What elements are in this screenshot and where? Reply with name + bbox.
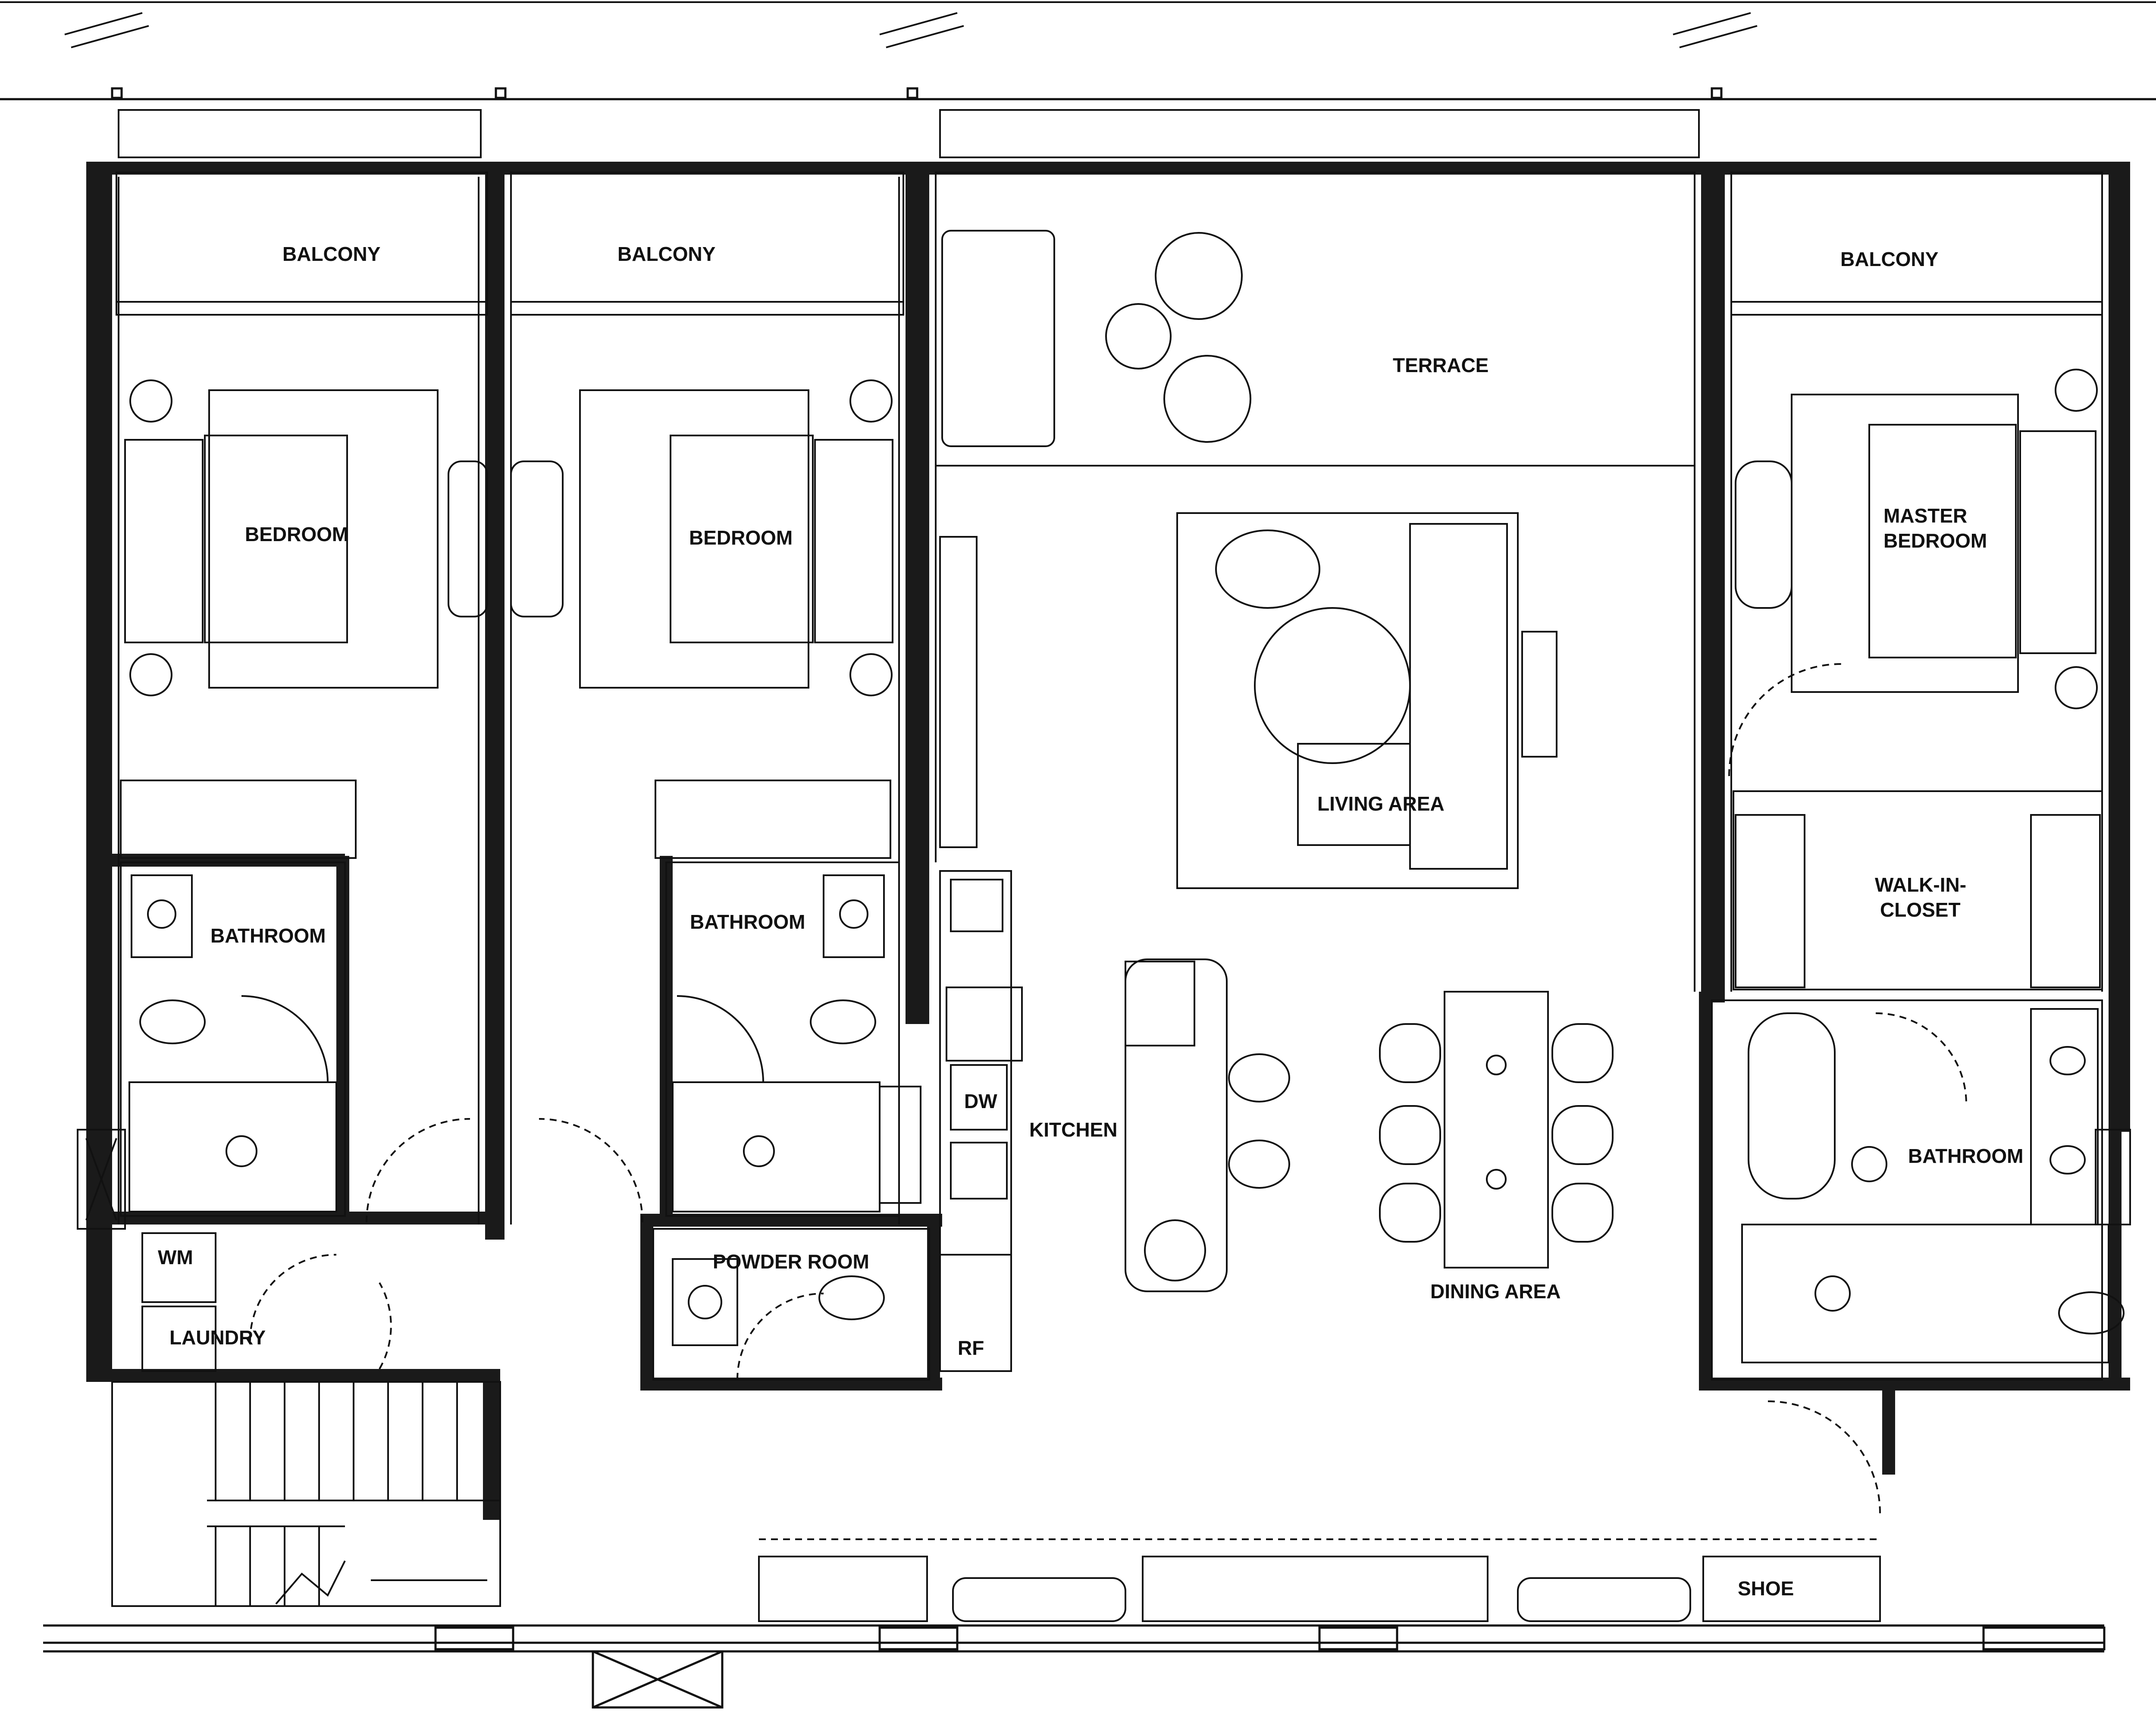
powder-room-fixtures — [652, 1228, 930, 1381]
rf-label: RF — [958, 1337, 984, 1359]
kitchen-fixtures — [939, 536, 1290, 1372]
wall-outlines — [118, 177, 2103, 1225]
bedroom-1-furniture — [120, 379, 564, 859]
laundry-label: LAUNDRY — [169, 1326, 266, 1349]
balcony-2-label: BALCONY — [617, 243, 715, 265]
bedroom-2-furniture — [579, 379, 893, 859]
bedroom-2-label: BEDROOM — [689, 526, 793, 549]
walk-in-closet-label-line2: CLOSET — [1880, 899, 1961, 921]
dw-label: DW — [964, 1090, 997, 1112]
bathroom-2-fixtures — [665, 861, 921, 1217]
living-area-furniture — [941, 230, 1557, 889]
living-area-label: LIVING AREA — [1317, 792, 1445, 815]
hall-doors — [249, 1118, 643, 1369]
bottom-exterior — [43, 1624, 2106, 1709]
bedroom-1-label: BEDROOM — [245, 523, 348, 545]
balcony-1-label: BALCONY — [282, 243, 380, 265]
walk-in-closet-fixtures — [1733, 790, 2103, 990]
master-bedroom-furniture — [1728, 369, 2098, 777]
master-bedroom-label-line2: BEDROOM — [1883, 529, 1987, 552]
terrace-label: TERRACE — [1393, 354, 1489, 376]
master-bathroom-fixtures — [1711, 999, 2131, 1514]
dining-area-label: DINING AREA — [1430, 1280, 1561, 1303]
shoe-label: SHOE — [1738, 1577, 1794, 1600]
wm-label: WM — [158, 1246, 193, 1268]
master-bedroom-label-line1: MASTER — [1883, 504, 1967, 527]
entry-cabinets — [758, 1538, 1881, 1622]
bathroom-3-label: BATHROOM — [1908, 1145, 2023, 1167]
bathroom-2-label: BATHROOM — [690, 911, 805, 933]
exterior-walls — [86, 162, 2130, 1520]
balcony-3-label: BALCONY — [1840, 248, 1938, 270]
dining-area-furniture — [1379, 991, 1614, 1268]
laundry-fixtures — [77, 1129, 216, 1372]
kitchen-label: KITCHEN — [1029, 1118, 1117, 1141]
powder-room-label: POWDER ROOM — [713, 1250, 869, 1273]
bathroom-1-label: BATHROOM — [210, 924, 326, 947]
roof-edge — [0, 1, 2156, 158]
walk-in-closet-label-line1: WALK-IN- — [1875, 874, 1966, 896]
balcony-rails — [116, 172, 2103, 467]
bathroom-1-fixtures — [120, 861, 346, 1217]
staircase — [111, 1381, 501, 1607]
room-labels: BALCONY BALCONY BALCONY TERRACE BEDROOM … — [158, 243, 2023, 1600]
